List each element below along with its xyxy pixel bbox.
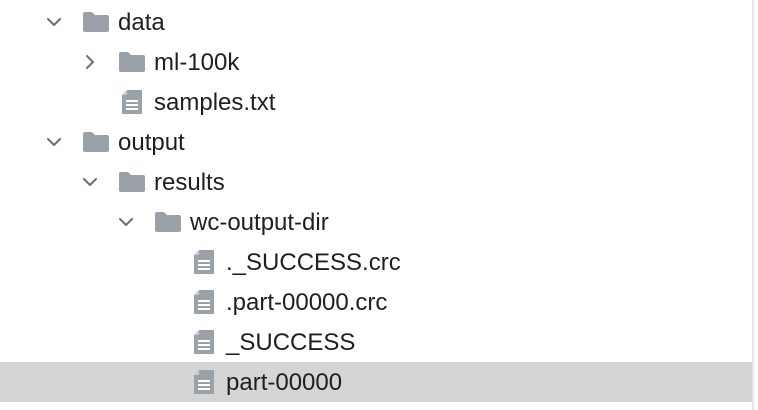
tree-node-label: part-00000 <box>226 369 343 396</box>
chevron-right-icon[interactable] <box>80 52 100 72</box>
tree-node-label: output <box>118 129 185 156</box>
file-icon <box>194 370 214 394</box>
tree-node-label: data <box>118 9 165 36</box>
tree-node-label: results <box>154 169 225 196</box>
file-icon <box>122 90 142 114</box>
tree-node-label: wc-output-dir <box>190 209 329 236</box>
tree-node-wc-output-dir[interactable]: wc-output-dir <box>0 202 752 242</box>
tree-node-label: _SUCCESS <box>226 329 356 356</box>
tree-node-label: ._SUCCESS.crc <box>226 249 401 276</box>
tree-node-success-crc[interactable]: ._SUCCESS.crc <box>0 242 752 282</box>
chevron-down-icon[interactable] <box>44 132 64 152</box>
folder-icon <box>83 132 109 152</box>
folder-icon <box>83 12 109 32</box>
folder-icon <box>119 52 145 72</box>
project-tree: data ml-100k samples.txt output <box>0 2 752 402</box>
file-icon <box>194 290 214 314</box>
tree-node-label: samples.txt <box>154 89 276 116</box>
tree-node-part-crc[interactable]: .part-00000.crc <box>0 282 752 322</box>
tree-node-label: .part-00000.crc <box>226 289 388 316</box>
folder-icon <box>119 172 145 192</box>
chevron-down-icon[interactable] <box>80 172 100 192</box>
chevron-down-icon[interactable] <box>116 212 136 232</box>
tree-node-success[interactable]: _SUCCESS <box>0 322 752 362</box>
tree-node-results[interactable]: results <box>0 162 752 202</box>
tree-node-part-00000[interactable]: part-00000 <box>0 362 752 402</box>
tree-node-ml-100k[interactable]: ml-100k <box>0 42 752 82</box>
chevron-down-icon[interactable] <box>44 12 64 32</box>
file-icon <box>194 250 214 274</box>
tree-node-data[interactable]: data <box>0 2 752 42</box>
folder-icon <box>155 212 181 232</box>
panel-border <box>752 0 754 410</box>
tree-node-samples-txt[interactable]: samples.txt <box>0 82 752 122</box>
file-icon <box>194 330 214 354</box>
tree-node-label: ml-100k <box>154 49 240 76</box>
tree-node-output[interactable]: output <box>0 122 752 162</box>
